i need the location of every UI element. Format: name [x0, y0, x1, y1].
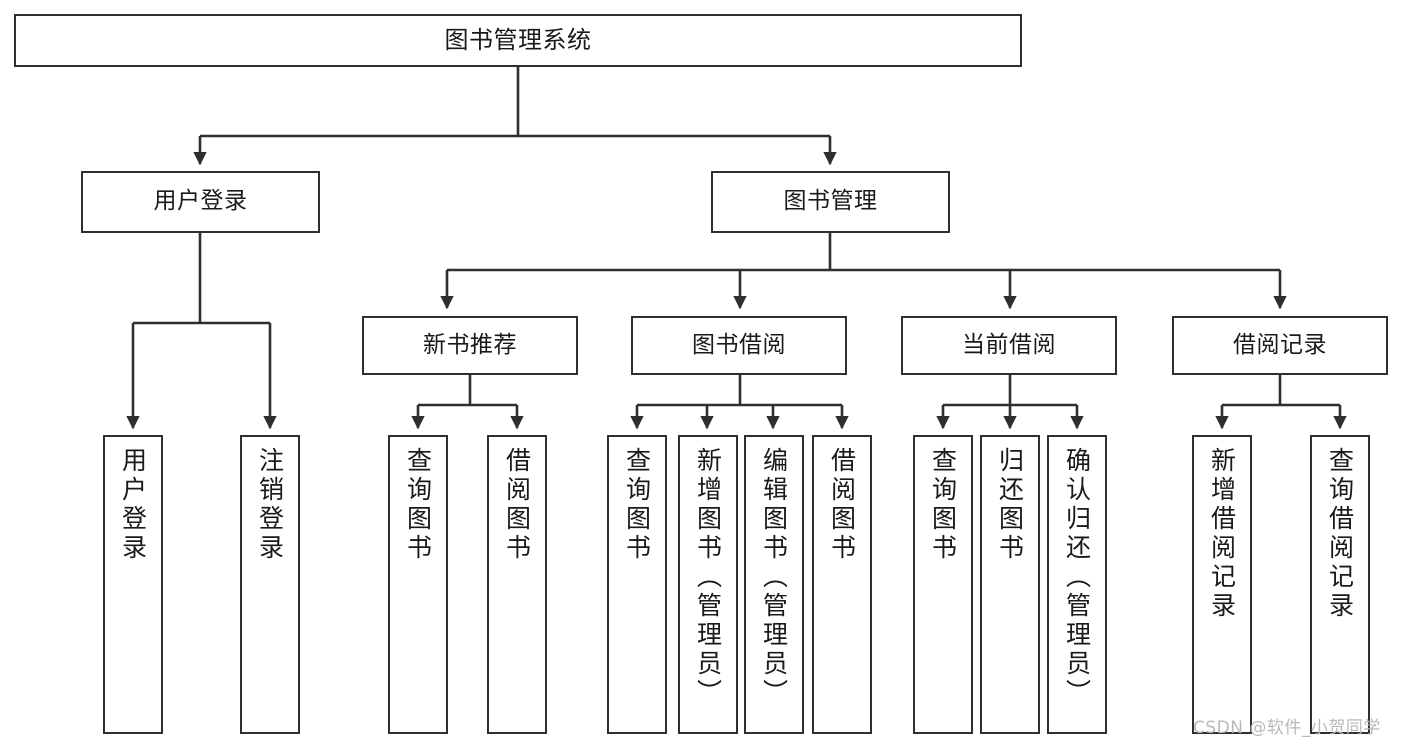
- node-current-borrow-label: 当前借阅: [962, 331, 1056, 358]
- leaf-query-book-1-label: 查询图书: [403, 447, 433, 563]
- leaf-query-book-3[interactable]: 查询图书: [913, 435, 973, 734]
- leaf-logout-login-label: 注销登录: [255, 447, 285, 563]
- leaf-confirm-return-admin[interactable]: 确认归还（管理员）: [1047, 435, 1107, 734]
- leaf-query-book-2-label: 查询图书: [622, 447, 652, 563]
- node-user-login[interactable]: 用户登录: [81, 171, 320, 233]
- leaf-borrow-book-1-label: 借阅图书: [502, 447, 532, 563]
- leaf-query-borrow-record[interactable]: 查询借阅记录: [1310, 435, 1370, 734]
- leaf-confirm-return-admin-label: 确认归还（管理员）: [1062, 447, 1092, 708]
- leaf-user-login-label: 用户登录: [118, 447, 148, 563]
- node-book-borrow[interactable]: 图书借阅: [631, 316, 847, 375]
- leaf-query-borrow-record-label: 查询借阅记录: [1325, 447, 1355, 621]
- node-book-management[interactable]: 图书管理: [711, 171, 950, 233]
- leaf-user-login[interactable]: 用户登录: [103, 435, 163, 734]
- node-current-borrow[interactable]: 当前借阅: [901, 316, 1117, 375]
- leaf-add-book-admin-label: 新增图书（管理员）: [693, 447, 723, 708]
- leaf-borrow-book-2[interactable]: 借阅图书: [812, 435, 872, 734]
- node-user-login-label: 用户登录: [153, 188, 248, 215]
- node-book-borrow-label: 图书借阅: [692, 331, 786, 358]
- leaf-query-book-3-label: 查询图书: [928, 447, 958, 563]
- leaf-borrow-book-2-label: 借阅图书: [827, 447, 857, 563]
- node-borrow-record-label: 借阅记录: [1233, 331, 1327, 358]
- leaf-add-book-admin[interactable]: 新增图书（管理员）: [678, 435, 738, 734]
- node-book-management-label: 图书管理: [783, 188, 878, 215]
- leaf-return-book-label: 归还图书: [995, 447, 1025, 563]
- leaf-add-borrow-record[interactable]: 新增借阅记录: [1192, 435, 1252, 734]
- node-new-book-recommend[interactable]: 新书推荐: [362, 316, 578, 375]
- csdn-watermark: CSDN @软件_小贺同学: [1193, 718, 1381, 738]
- leaf-edit-book-admin-label: 编辑图书（管理员）: [759, 447, 789, 708]
- leaf-edit-book-admin[interactable]: 编辑图书（管理员）: [744, 435, 804, 734]
- leaf-query-book-2[interactable]: 查询图书: [607, 435, 667, 734]
- node-root-system-label: 图书管理系统: [444, 26, 592, 55]
- node-new-book-recommend-label: 新书推荐: [423, 331, 517, 358]
- node-borrow-record[interactable]: 借阅记录: [1172, 316, 1388, 375]
- leaf-add-borrow-record-label: 新增借阅记录: [1207, 447, 1237, 621]
- leaf-logout-login[interactable]: 注销登录: [240, 435, 300, 734]
- leaf-query-book-1[interactable]: 查询图书: [388, 435, 448, 734]
- node-root-system[interactable]: 图书管理系统: [14, 14, 1022, 67]
- leaf-return-book[interactable]: 归还图书: [980, 435, 1040, 734]
- leaf-borrow-book-1[interactable]: 借阅图书: [487, 435, 547, 734]
